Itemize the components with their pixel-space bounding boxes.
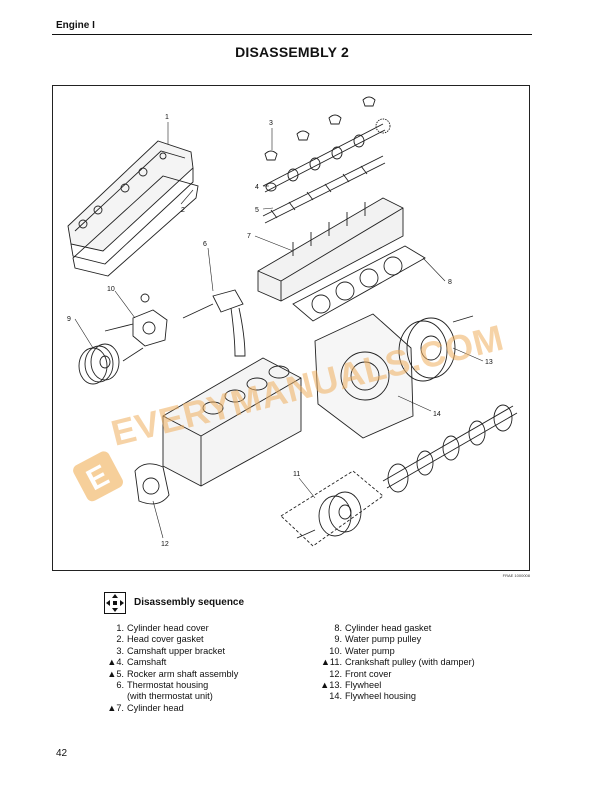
list-item: 12.Front cover [329, 668, 392, 679]
sequence-title: Disassembly sequence [134, 597, 245, 608]
callout-11: 11 [293, 471, 300, 478]
water-pump-pulley-drawing [78, 343, 120, 385]
crankshaft-drawing [382, 404, 518, 493]
thermostat-housing-drawing [182, 289, 246, 357]
camshaft-bracket-drawing [264, 96, 376, 161]
flywheel-drawing [398, 315, 474, 382]
callout-12: 12 [161, 541, 169, 548]
callout-4: 4 [255, 184, 259, 191]
figure-code: FRAE 1000008 [502, 573, 530, 578]
list-item: 14.Flywheel housing [329, 691, 416, 702]
callout-13: 13 [485, 359, 493, 366]
cylinder-head-cover-drawing [67, 140, 194, 265]
callout-leaders [74, 122, 484, 539]
crankshaft-pulley-drawing [280, 470, 384, 547]
front-cover-drawing [134, 463, 170, 505]
list-item: ▲13.Flywheel [320, 680, 382, 691]
flywheel-housing-drawing [314, 313, 414, 439]
list-item: ▲7.Cylinder head [107, 702, 184, 713]
list-item: 9.Water pump pulley [334, 634, 422, 645]
callout-6: 6 [203, 241, 207, 248]
header-rule [52, 34, 532, 35]
sequence-list-right: 8.Cylinder head gasket 9.Water pump pull… [318, 623, 528, 703]
list-item: ▲5.Rocker arm shaft assembly [107, 668, 239, 679]
callout-14: 14 [433, 411, 441, 418]
exploded-view-figure: E EVERYMANUALS.COM 1 2 3 4 5 6 7 8 9 10 … [52, 85, 530, 571]
camshaft-drawing [262, 118, 391, 193]
list-item: 2.Head cover gasket [116, 634, 204, 645]
water-pump-drawing [104, 293, 168, 362]
callout-3: 3 [269, 120, 273, 127]
callout-8: 8 [448, 279, 452, 286]
page-number: 42 [56, 748, 68, 759]
callout-2: 2 [181, 207, 185, 214]
watermark: E EVERYMANUALS.COM [73, 317, 508, 502]
disassembly-arrows-icon [104, 592, 126, 614]
callout-5: 5 [255, 207, 259, 214]
callout-labels: 1 2 3 4 5 6 7 8 9 10 11 12 13 14 [67, 114, 493, 548]
list-item: 6.Thermostat housing [116, 680, 209, 691]
list-item-continuation: (with thermostat unit) [127, 691, 213, 702]
list-item: 8.Cylinder head gasket [334, 623, 432, 633]
page-title: DISASSEMBLY 2 [235, 44, 349, 60]
head-cover-gasket-drawing [72, 175, 199, 277]
callout-7: 7 [247, 233, 251, 240]
cylinder-block-drawing [162, 357, 302, 487]
cylinder-head-drawing [257, 197, 404, 302]
exploded-view-drawing: E EVERYMANUALS.COM 1 2 3 4 5 6 7 8 9 10 … [67, 96, 518, 548]
callout-10: 10 [107, 286, 115, 293]
rocker-arm-assembly-drawing [262, 155, 386, 224]
watermark-logo-icon [73, 451, 123, 502]
list-item: 1.Cylinder head cover [116, 623, 209, 633]
list-item: 10.Water pump [329, 645, 395, 656]
section-header: Engine I [56, 20, 95, 31]
callout-9: 9 [67, 316, 71, 323]
callout-1: 1 [165, 114, 169, 121]
watermark-text: EVERYMANUALS.COM [107, 317, 508, 454]
list-item: ▲4.Camshaft [107, 657, 167, 668]
list-item: ▲11.Crankshaft pulley (with damper) [320, 657, 475, 668]
list-item: 3.Camshaft upper bracket [116, 645, 226, 656]
sequence-list-left: 1.Cylinder head cover 2.Head cover gaske… [100, 623, 300, 714]
cylinder-head-gasket-drawing [292, 245, 426, 322]
